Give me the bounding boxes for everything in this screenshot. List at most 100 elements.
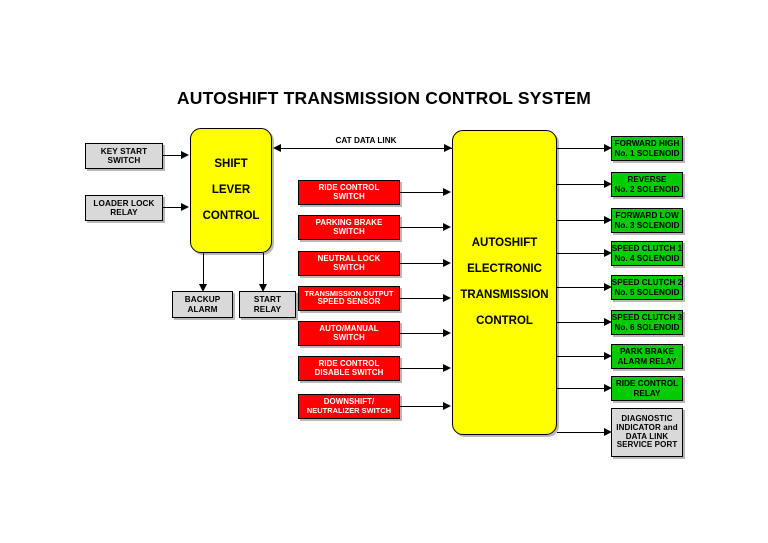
downshift-neutralizer-switch-box[interactable]: DOWNSHIFT/ NEUTRALIZER SWITCH	[298, 394, 400, 419]
start-relay-line1: START	[253, 295, 282, 305]
auto-manual-switch-box[interactable]: AUTO/MANUAL SWITCH	[298, 321, 400, 346]
downshift-neutralizer-switch-line1: DOWNSHIFT/	[323, 396, 375, 406]
key-start-switch-line1: KEY START	[100, 146, 148, 156]
auto-manual-switch-line2: SWITCH	[333, 332, 365, 342]
ride-control-relay-connector	[557, 388, 605, 389]
diagnostic-indicator-arrowhead-icon	[604, 427, 612, 436]
ride-control-disable-switch-line2: DISABLE SWITCH	[314, 367, 384, 377]
backup-alarm-connector	[203, 253, 204, 285]
speed-clutch-1-no-4-solenoid-connector	[557, 253, 605, 254]
transmission-output-speed-sensor-line1: TRANSMISSION OUTPUT	[304, 288, 394, 298]
cat-data-link-arrowhead-left-icon	[273, 143, 281, 152]
backup-alarm-line1: BACKUP	[184, 295, 221, 305]
forward-high-no-1-solenoid-box[interactable]: FORWARD HIGH No. 1 SOLENOID	[611, 136, 683, 161]
shift-lever-control-line2: LEVER	[211, 184, 251, 197]
ecm-line3: TRANSMISSION	[460, 289, 549, 301]
loader-lock-relay-box[interactable]: LOADER LOCK RELAY	[85, 195, 163, 221]
autoshift-electronic-transmission-control-box[interactable]: AUTOSHIFT ELECTRONIC TRANSMISSION CONTRO…	[452, 130, 557, 435]
forward-high-no-1-solenoid-line1: FORWARD HIGH	[614, 139, 680, 149]
speed-clutch-3-no-6-solenoid-arrowhead-icon	[604, 317, 612, 326]
ride-control-relay-line2: RELAY	[633, 388, 661, 398]
reverse-no-2-solenoid-arrowhead-icon	[604, 179, 612, 188]
page-title: AUTOSHIFT TRANSMISSION CONTROL SYSTEM	[176, 88, 592, 108]
reverse-no-2-solenoid-line2: No. 2 SOLENOID	[614, 184, 680, 194]
speed-clutch-1-no-4-solenoid-box[interactable]: SPEED CLUTCH 1 No. 4 SOLENOID	[611, 241, 683, 266]
reverse-no-2-solenoid-connector	[557, 184, 605, 185]
backup-alarm-box[interactable]: BACKUP ALARM	[172, 291, 233, 318]
ride-control-disable-switch-connector	[400, 368, 444, 369]
auto-manual-switch-line1: AUTO/MANUAL	[319, 323, 379, 333]
shift-lever-control-box[interactable]: SHIFT LEVER CONTROL	[190, 128, 272, 253]
ride-control-relay-arrowhead-icon	[604, 383, 612, 392]
reverse-no-2-solenoid-line1: REVERSE	[627, 175, 667, 185]
shift-lever-control-line1: SHIFT	[214, 158, 248, 171]
cat-data-link-line1: CAT	[335, 136, 352, 145]
parking-brake-switch-connector	[400, 227, 444, 228]
ride-control-switch-line1: RIDE CONTROL	[318, 182, 380, 192]
diagnostic-indicator-and-data-link-service-port-box[interactable]: DIAGNOSTIC INDICATOR and DATA LINK SERVI…	[611, 408, 683, 457]
park-brake-alarm-relay-line2: ALARM RELAY	[617, 356, 677, 366]
loader-lock-relay-connector	[163, 207, 182, 208]
forward-high-no-1-solenoid-connector	[557, 148, 605, 149]
key-start-switch-line2: SWITCH	[107, 156, 141, 165]
loader-lock-relay-line2: RELAY	[110, 208, 138, 217]
loader-lock-relay-line1: LOADER LOCK	[93, 198, 155, 208]
transmission-output-speed-sensor-box[interactable]: TRANSMISSION OUTPUT SPEED SENSOR	[298, 286, 400, 311]
speed-clutch-2-no-5-solenoid-connector	[557, 287, 605, 288]
downshift-neutralizer-switch-connector	[400, 406, 444, 407]
parking-brake-switch-line1: PARKING BRAKE	[315, 217, 383, 227]
speed-clutch-2-no-5-solenoid-line1: SPEED CLUTCH 2	[611, 278, 683, 288]
downshift-neutralizer-switch-line2: NEUTRALIZER SWITCH	[306, 405, 392, 415]
loader-lock-relay-arrowhead-icon	[181, 203, 189, 211]
speed-clutch-1-no-4-solenoid-line1: SPEED CLUTCH 1	[611, 244, 683, 254]
neutral-lock-switch-box[interactable]: NEUTRAL LOCK SWITCH	[298, 251, 400, 276]
reverse-no-2-solenoid-box[interactable]: REVERSE No. 2 SOLENOID	[611, 172, 683, 197]
ride-control-relay-box[interactable]: RIDE CONTROL RELAY	[611, 376, 683, 401]
forward-low-no-3-solenoid-arrowhead-icon	[604, 215, 612, 224]
park-brake-alarm-relay-line1: PARK BRAKE	[620, 347, 674, 357]
neutral-lock-switch-connector	[400, 263, 444, 264]
neutral-lock-switch-arrowhead-icon	[443, 259, 451, 267]
start-relay-line2: RELAY	[253, 304, 282, 314]
speed-clutch-3-no-6-solenoid-line2: No. 6 SOLENOID	[614, 322, 680, 332]
transmission-output-speed-sensor-arrowhead-icon	[443, 294, 451, 302]
neutral-lock-switch-line2: SWITCH	[333, 262, 365, 272]
park-brake-alarm-relay-arrowhead-icon	[604, 351, 612, 360]
forward-low-no-3-solenoid-line1: FORWARD LOW	[615, 211, 679, 221]
speed-clutch-1-no-4-solenoid-arrowhead-icon	[604, 248, 612, 257]
speed-clutch-3-no-6-solenoid-connector	[557, 322, 605, 323]
backup-alarm-line2: ALARM	[187, 304, 218, 314]
speed-clutch-2-no-5-solenoid-arrowhead-icon	[604, 282, 612, 291]
speed-clutch-3-no-6-solenoid-box[interactable]: SPEED CLUTCH 3 No. 6 SOLENOID	[611, 310, 683, 335]
ride-control-switch-line2: SWITCH	[333, 191, 365, 201]
forward-low-no-3-solenoid-box[interactable]: FORWARD LOW No. 3 SOLENOID	[611, 208, 683, 233]
speed-clutch-2-no-5-solenoid-box[interactable]: SPEED CLUTCH 2 No. 5 SOLENOID	[611, 275, 683, 300]
neutral-lock-switch-line1: NEUTRAL LOCK	[317, 253, 381, 263]
parking-brake-switch-box[interactable]: PARKING BRAKE SWITCH	[298, 215, 400, 240]
backup-alarm-arrowhead-icon	[198, 284, 207, 292]
ecm-line2: ELECTRONIC	[467, 263, 542, 276]
diagnostic-indicator-line2: INDICATOR and	[616, 422, 678, 432]
ride-control-switch-box[interactable]: RIDE CONTROL SWITCH	[298, 180, 400, 205]
ride-control-disable-switch-box[interactable]: RIDE CONTROL DISABLE SWITCH	[298, 356, 400, 381]
diagnostic-indicator-line3: DATA LINK	[625, 431, 669, 441]
park-brake-alarm-relay-box[interactable]: PARK BRAKE ALARM RELAY	[611, 344, 683, 369]
key-start-switch-arrowhead-icon	[181, 151, 189, 159]
start-relay-box[interactable]: START RELAY	[239, 291, 296, 318]
parking-brake-switch-arrowhead-icon	[443, 223, 451, 231]
ecm-line4: CONTROL	[476, 314, 533, 327]
forward-high-no-1-solenoid-line2: No. 1 SOLENOID	[614, 148, 680, 158]
cat-data-link-label: CAT DATA LINK	[280, 135, 452, 147]
start-relay-arrowhead-icon	[258, 284, 267, 292]
diagnostic-indicator-connector	[557, 432, 605, 433]
forward-low-no-3-solenoid-line2: No. 3 SOLENOID	[614, 220, 680, 230]
speed-clutch-2-no-5-solenoid-line2: No. 5 SOLENOID	[614, 287, 680, 297]
cat-data-link-line	[280, 148, 452, 149]
auto-manual-switch-connector	[400, 333, 444, 334]
transmission-output-speed-sensor-connector	[400, 298, 444, 299]
cat-data-link-arrowhead-right-icon	[444, 143, 452, 152]
ride-control-relay-line1: RIDE CONTROL	[615, 379, 679, 389]
forward-low-no-3-solenoid-connector	[557, 220, 605, 221]
key-start-switch-box[interactable]: KEY START SWITCH	[85, 143, 163, 169]
